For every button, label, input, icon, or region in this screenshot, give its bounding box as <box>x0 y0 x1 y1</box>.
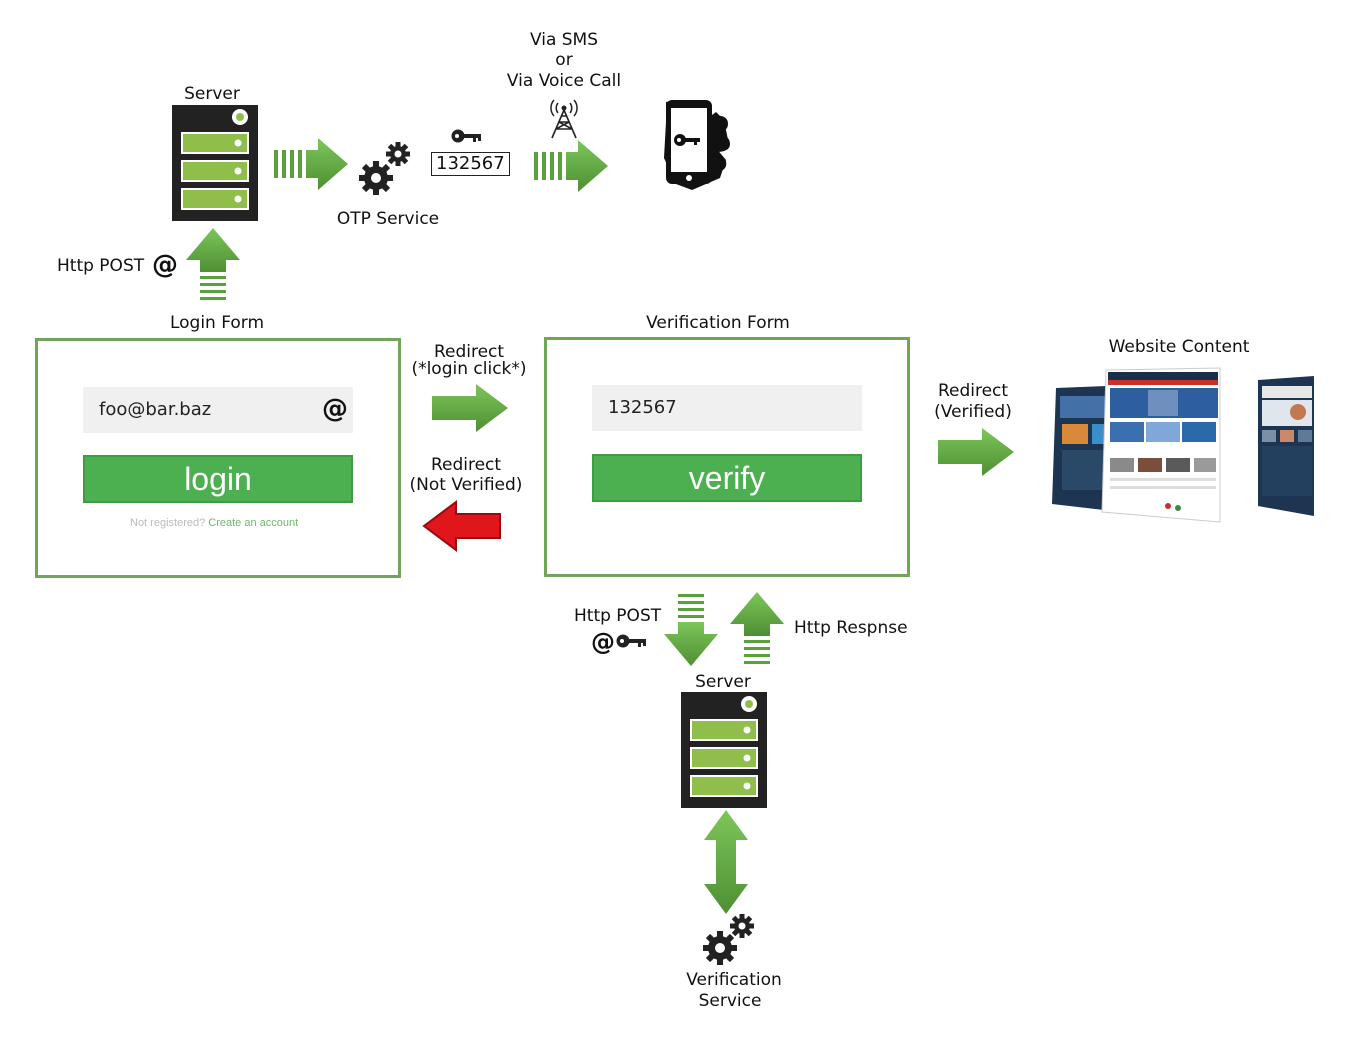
arrow-server-response <box>730 592 784 664</box>
verify-button[interactable]: verify <box>592 454 862 502</box>
verification-code-input[interactable]: 132567 <box>592 385 862 431</box>
phone-in-hand-icon <box>622 100 730 216</box>
otp-gears-icon <box>359 142 410 195</box>
login-form-title: Login Form <box>169 313 265 333</box>
arrow-otp-to-phone <box>534 140 608 192</box>
arrow-login-to-verification <box>432 384 508 432</box>
arrow-server-verification-service <box>704 810 748 914</box>
redirect-verified-line2: (Verified) <box>934 402 1012 422</box>
http-response-label: Http Respnse <box>794 618 908 638</box>
redirect-login-line1: Redirect <box>433 342 505 362</box>
bottom-http-post-label: Http POST <box>574 606 662 626</box>
not-registered-text: Not registered? <box>130 517 206 529</box>
create-account-link[interactable]: Create an account <box>208 517 299 529</box>
sms-line3: Via Voice Call <box>506 71 622 91</box>
register-prompt: Not registered? Create an account <box>130 517 298 529</box>
arrow-login-to-server <box>186 228 240 300</box>
redirect-not-verified-line2: (Not Verified) <box>409 475 523 495</box>
arrow-not-verified-back <box>422 500 501 552</box>
email-input[interactable]: foo@bar.baz <box>83 387 353 433</box>
top-server-icon <box>172 105 258 221</box>
otp-code: 132567 <box>431 152 510 176</box>
top-server-label: Server <box>184 84 240 104</box>
sms-line2: or <box>555 50 573 70</box>
arrow-server-to-otp <box>274 138 348 190</box>
at-sign-icon: @ <box>152 250 178 280</box>
verification-code-value: 132567 <box>608 397 677 418</box>
redirect-login-line2: (*login click*) <box>411 359 527 379</box>
sms-line1: Via SMS <box>529 30 599 50</box>
top-http-post-label: Http POST <box>57 256 145 276</box>
bottom-key-icon <box>616 634 646 648</box>
verification-form-title: Verification Form <box>646 313 790 333</box>
email-at-icon: @ <box>322 394 348 424</box>
bottom-at-sign-icon: @ <box>591 628 615 656</box>
verification-gears-icon <box>703 914 754 965</box>
email-value: foo@bar.baz <box>99 399 212 420</box>
verification-service-line2: Service <box>698 991 762 1011</box>
website-content-title: Website Content <box>1108 337 1250 357</box>
arrow-verification-to-server <box>664 594 718 666</box>
antenna-tower-icon <box>550 99 578 139</box>
redirect-verified-line1: Redirect <box>937 381 1009 401</box>
website-content-image <box>1052 367 1314 523</box>
arrow-verified-to-website <box>938 428 1014 476</box>
key-icon <box>451 129 481 143</box>
verification-service-line1: Verification <box>686 970 782 990</box>
login-form: foo@bar.baz @ login Not registered? Crea… <box>35 338 401 578</box>
redirect-not-verified-line1: Redirect <box>430 455 502 475</box>
bottom-server-icon <box>681 692 767 808</box>
verification-form: 132567 verify <box>544 337 910 577</box>
bottom-server-label: Server <box>695 672 751 692</box>
otp-service-label: OTP Service <box>336 209 440 229</box>
login-button[interactable]: login <box>83 455 353 503</box>
